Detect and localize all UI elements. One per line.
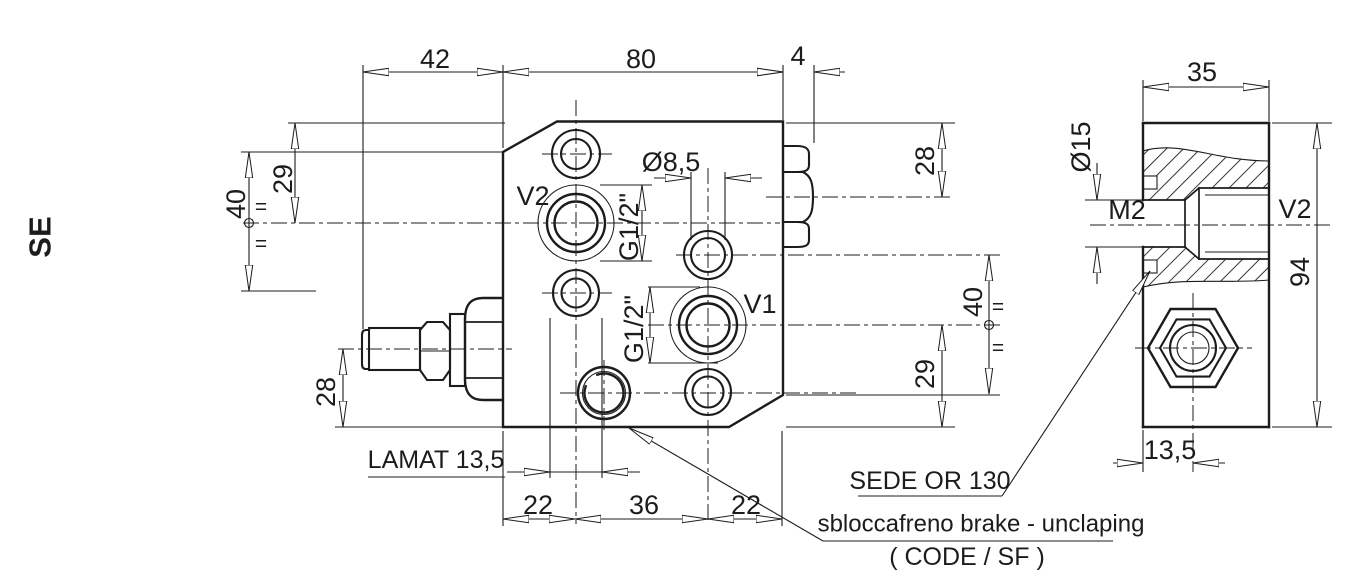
dim-40-left: 40 xyxy=(221,189,251,219)
dim-28-stem: 28 xyxy=(311,377,341,407)
dim-22-left: 22 xyxy=(523,490,553,520)
callout-lamat: LAMAT 13,5 xyxy=(368,446,505,474)
brake-release-stem xyxy=(360,296,504,402)
thread-label-v2: G1/2" xyxy=(614,193,644,261)
dim-dia-8-5: Ø8,5 xyxy=(642,147,701,177)
dim-29-left: 29 xyxy=(268,164,298,194)
break-line-lower xyxy=(1142,279,1270,288)
sede-leader xyxy=(1001,271,1151,497)
port-v1 xyxy=(669,286,747,364)
symmetry-marker xyxy=(983,319,995,331)
dim-28-top-right: 28 xyxy=(910,146,940,176)
mounting-hole-bottom xyxy=(683,367,733,417)
equal-mark: = xyxy=(992,337,1004,360)
port-label-v2: V2 xyxy=(516,181,549,211)
callout-code: ( CODE / SF ) xyxy=(889,543,1045,571)
port-v2 xyxy=(537,184,615,262)
callout-brake: sbloccafreno brake - unclaping xyxy=(818,511,1145,538)
equal-mark: = xyxy=(255,233,267,256)
dimensions xyxy=(241,65,1332,542)
dim-22-right: 22 xyxy=(731,490,761,520)
break-line-upper xyxy=(1142,147,1270,162)
hole-dia-85 xyxy=(682,229,734,281)
solid-fills xyxy=(362,121,1269,427)
port-label-m2: M2 xyxy=(1108,195,1146,225)
drawing-code-label: SE xyxy=(23,216,58,257)
brake-leader xyxy=(629,427,824,542)
dim-40-right: 40 xyxy=(958,287,988,317)
hex-plug-profile xyxy=(781,144,815,249)
dim-94: 94 xyxy=(1285,257,1315,287)
brake-unclamp-hole xyxy=(576,365,632,421)
dim-35: 35 xyxy=(1187,57,1217,87)
callout-sede-or: SEDE OR 130 xyxy=(849,467,1010,495)
dim-dia-15: Ø15 xyxy=(1066,121,1096,172)
side-label-v2: V2 xyxy=(1278,194,1311,224)
annotations: SE 42 80 4 29 40 = = 28 40 = = 29 28 22 … xyxy=(23,41,1316,571)
port-label-v1: V1 xyxy=(743,289,776,319)
dim-13-5: 13,5 xyxy=(1144,435,1197,465)
dim-80: 80 xyxy=(626,44,656,74)
port-v2-section xyxy=(1142,186,1270,261)
dim-36: 36 xyxy=(629,490,659,520)
section-hatch xyxy=(1142,147,1269,287)
or-seat-notch-upper xyxy=(1142,175,1158,190)
dim-42: 42 xyxy=(420,44,450,74)
mounting-hole-top xyxy=(550,128,602,180)
thread-label-v1: G1/2" xyxy=(619,295,649,363)
mounting-hole-mid xyxy=(551,268,601,318)
stem-hex-end-view xyxy=(1146,307,1240,389)
dim-29-right: 29 xyxy=(910,359,940,389)
equal-mark: = xyxy=(255,196,267,219)
symmetry-marker xyxy=(243,217,255,229)
equal-mark: = xyxy=(992,296,1004,319)
dim-4: 4 xyxy=(790,41,805,71)
